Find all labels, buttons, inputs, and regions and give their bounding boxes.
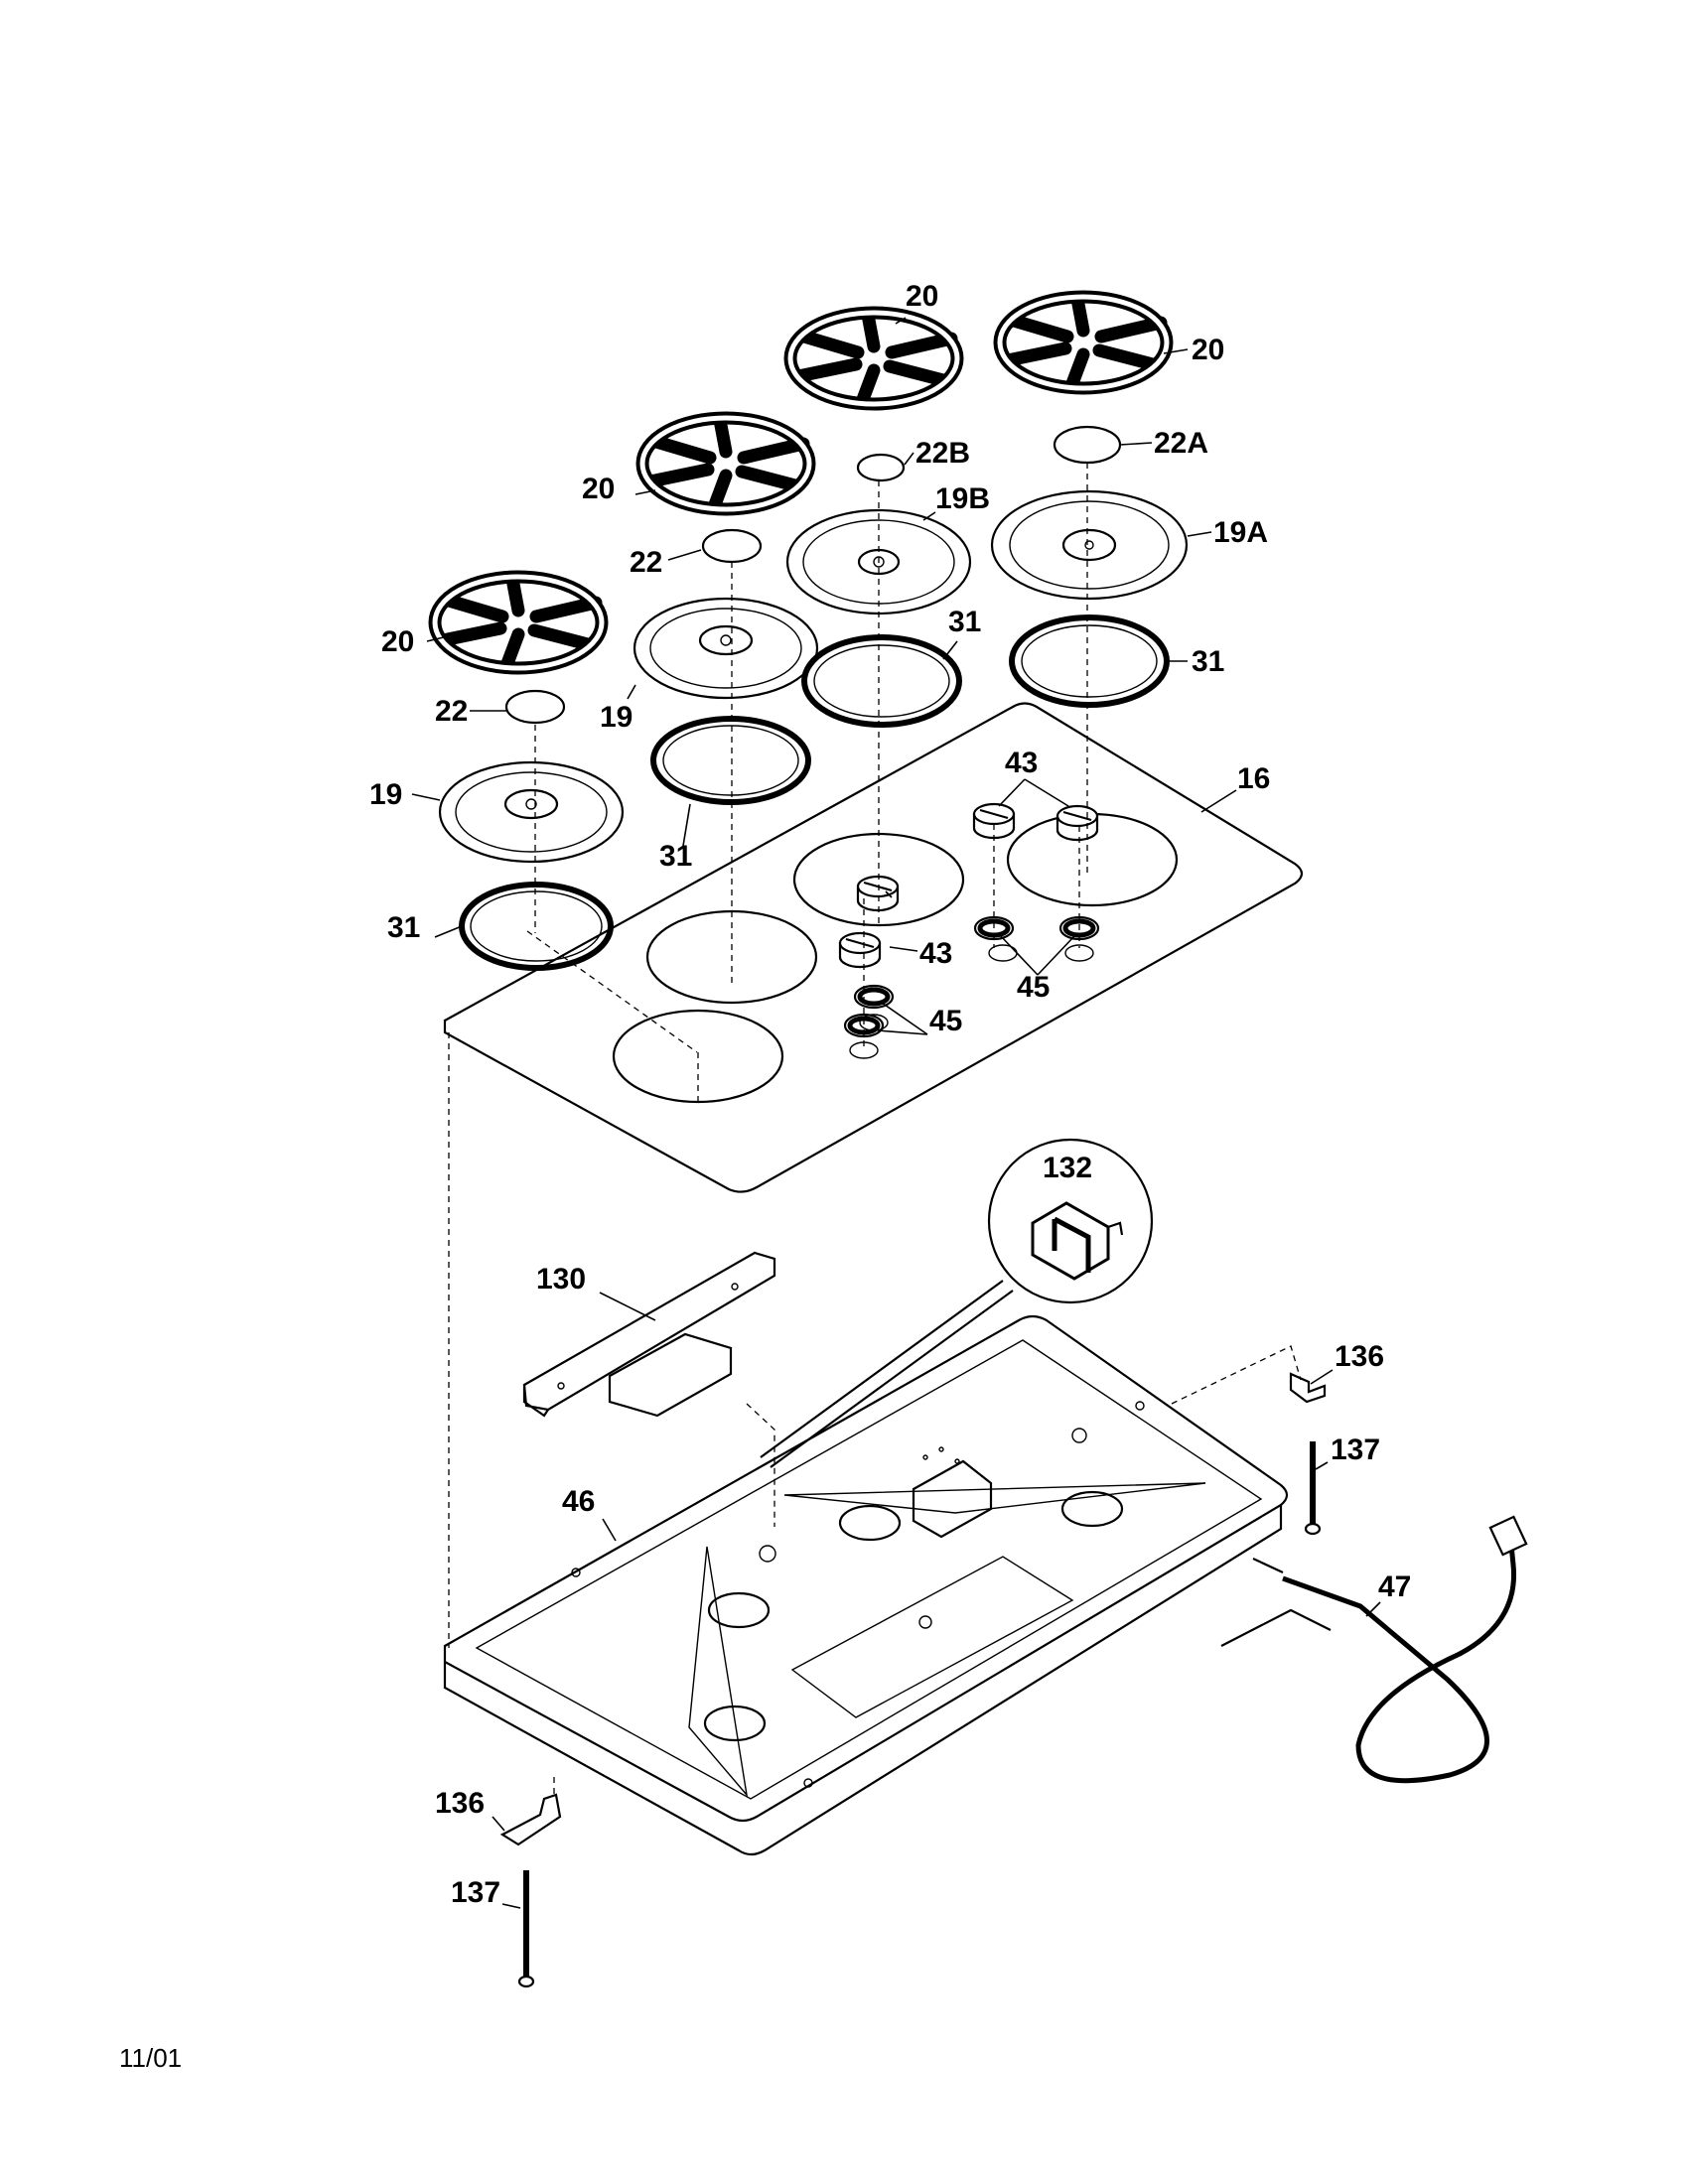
grate-3 xyxy=(790,313,957,404)
screw-upper xyxy=(1304,1441,1322,1536)
leader-lines xyxy=(411,317,1381,1909)
burner-box xyxy=(443,1314,1289,1856)
callout-burner-head-a: 19 xyxy=(369,778,402,811)
callout-grate-c: 20 xyxy=(906,280,938,313)
callout-trim-ring-d: 31 xyxy=(1192,645,1224,678)
clip-upper xyxy=(1289,1372,1327,1404)
clip-lower xyxy=(499,1793,562,1846)
callout-screw-lower: 137 xyxy=(451,1876,500,1909)
callout-burner-cap-a: 22 xyxy=(435,695,468,728)
callout-burner-head-19a: 19A xyxy=(1213,516,1268,549)
callout-trim-ring-a: 31 xyxy=(387,911,420,944)
callout-burner-box: 46 xyxy=(562,1485,595,1518)
callout-clip-lower: 136 xyxy=(435,1787,485,1820)
power-cord xyxy=(1220,1515,1528,1784)
knob-1 xyxy=(972,802,1016,840)
callout-grate-d: 20 xyxy=(1192,334,1224,366)
callout-trim-ring-c: 31 xyxy=(948,606,981,638)
callout-screw-upper: 137 xyxy=(1331,1433,1380,1466)
knob-4 xyxy=(838,931,882,969)
bracket xyxy=(522,1251,776,1418)
callout-burner-cap-22a: 22A xyxy=(1154,427,1208,460)
callout-burner-head-b: 19 xyxy=(600,701,633,734)
callout-power-cord: 47 xyxy=(1378,1570,1411,1603)
grate-1 xyxy=(435,577,602,668)
callout-knob-a: 43 xyxy=(1005,747,1038,779)
grate-2 xyxy=(642,418,809,509)
knob-2 xyxy=(1055,804,1099,842)
callout-detail-circle: 132 xyxy=(1043,1152,1092,1184)
knob-3 xyxy=(856,875,900,912)
callout-trim-ring-b: 31 xyxy=(659,840,692,873)
callout-burner-cap-22b: 22B xyxy=(915,437,970,470)
alignment-lines xyxy=(448,463,1302,1795)
callout-grate-b: 20 xyxy=(582,473,615,505)
footer-date: 11/01 xyxy=(119,2043,183,2073)
callout-bezel-b: 45 xyxy=(929,1005,962,1037)
callout-bracket: 130 xyxy=(536,1263,586,1296)
callout-grate-a: 20 xyxy=(381,625,414,658)
callout-burner-head-19b: 19B xyxy=(935,482,990,515)
bezel-3 xyxy=(855,986,893,1008)
screw-lower xyxy=(517,1870,535,1988)
trim-rings xyxy=(459,614,1170,971)
callout-cooktop: 16 xyxy=(1237,762,1270,795)
callout-clip-upper: 136 xyxy=(1335,1340,1384,1373)
callout-knob-b: 43 xyxy=(919,937,952,970)
callouts: 20 20 20 20 22 22 22B 22A 19 19 19B 19A … xyxy=(369,280,1411,1909)
detail-circle xyxy=(760,1138,1154,1468)
grate-4 xyxy=(1000,297,1167,388)
callout-burner-cap-b: 22 xyxy=(630,546,662,579)
callout-bezel-a: 45 xyxy=(1017,971,1050,1004)
